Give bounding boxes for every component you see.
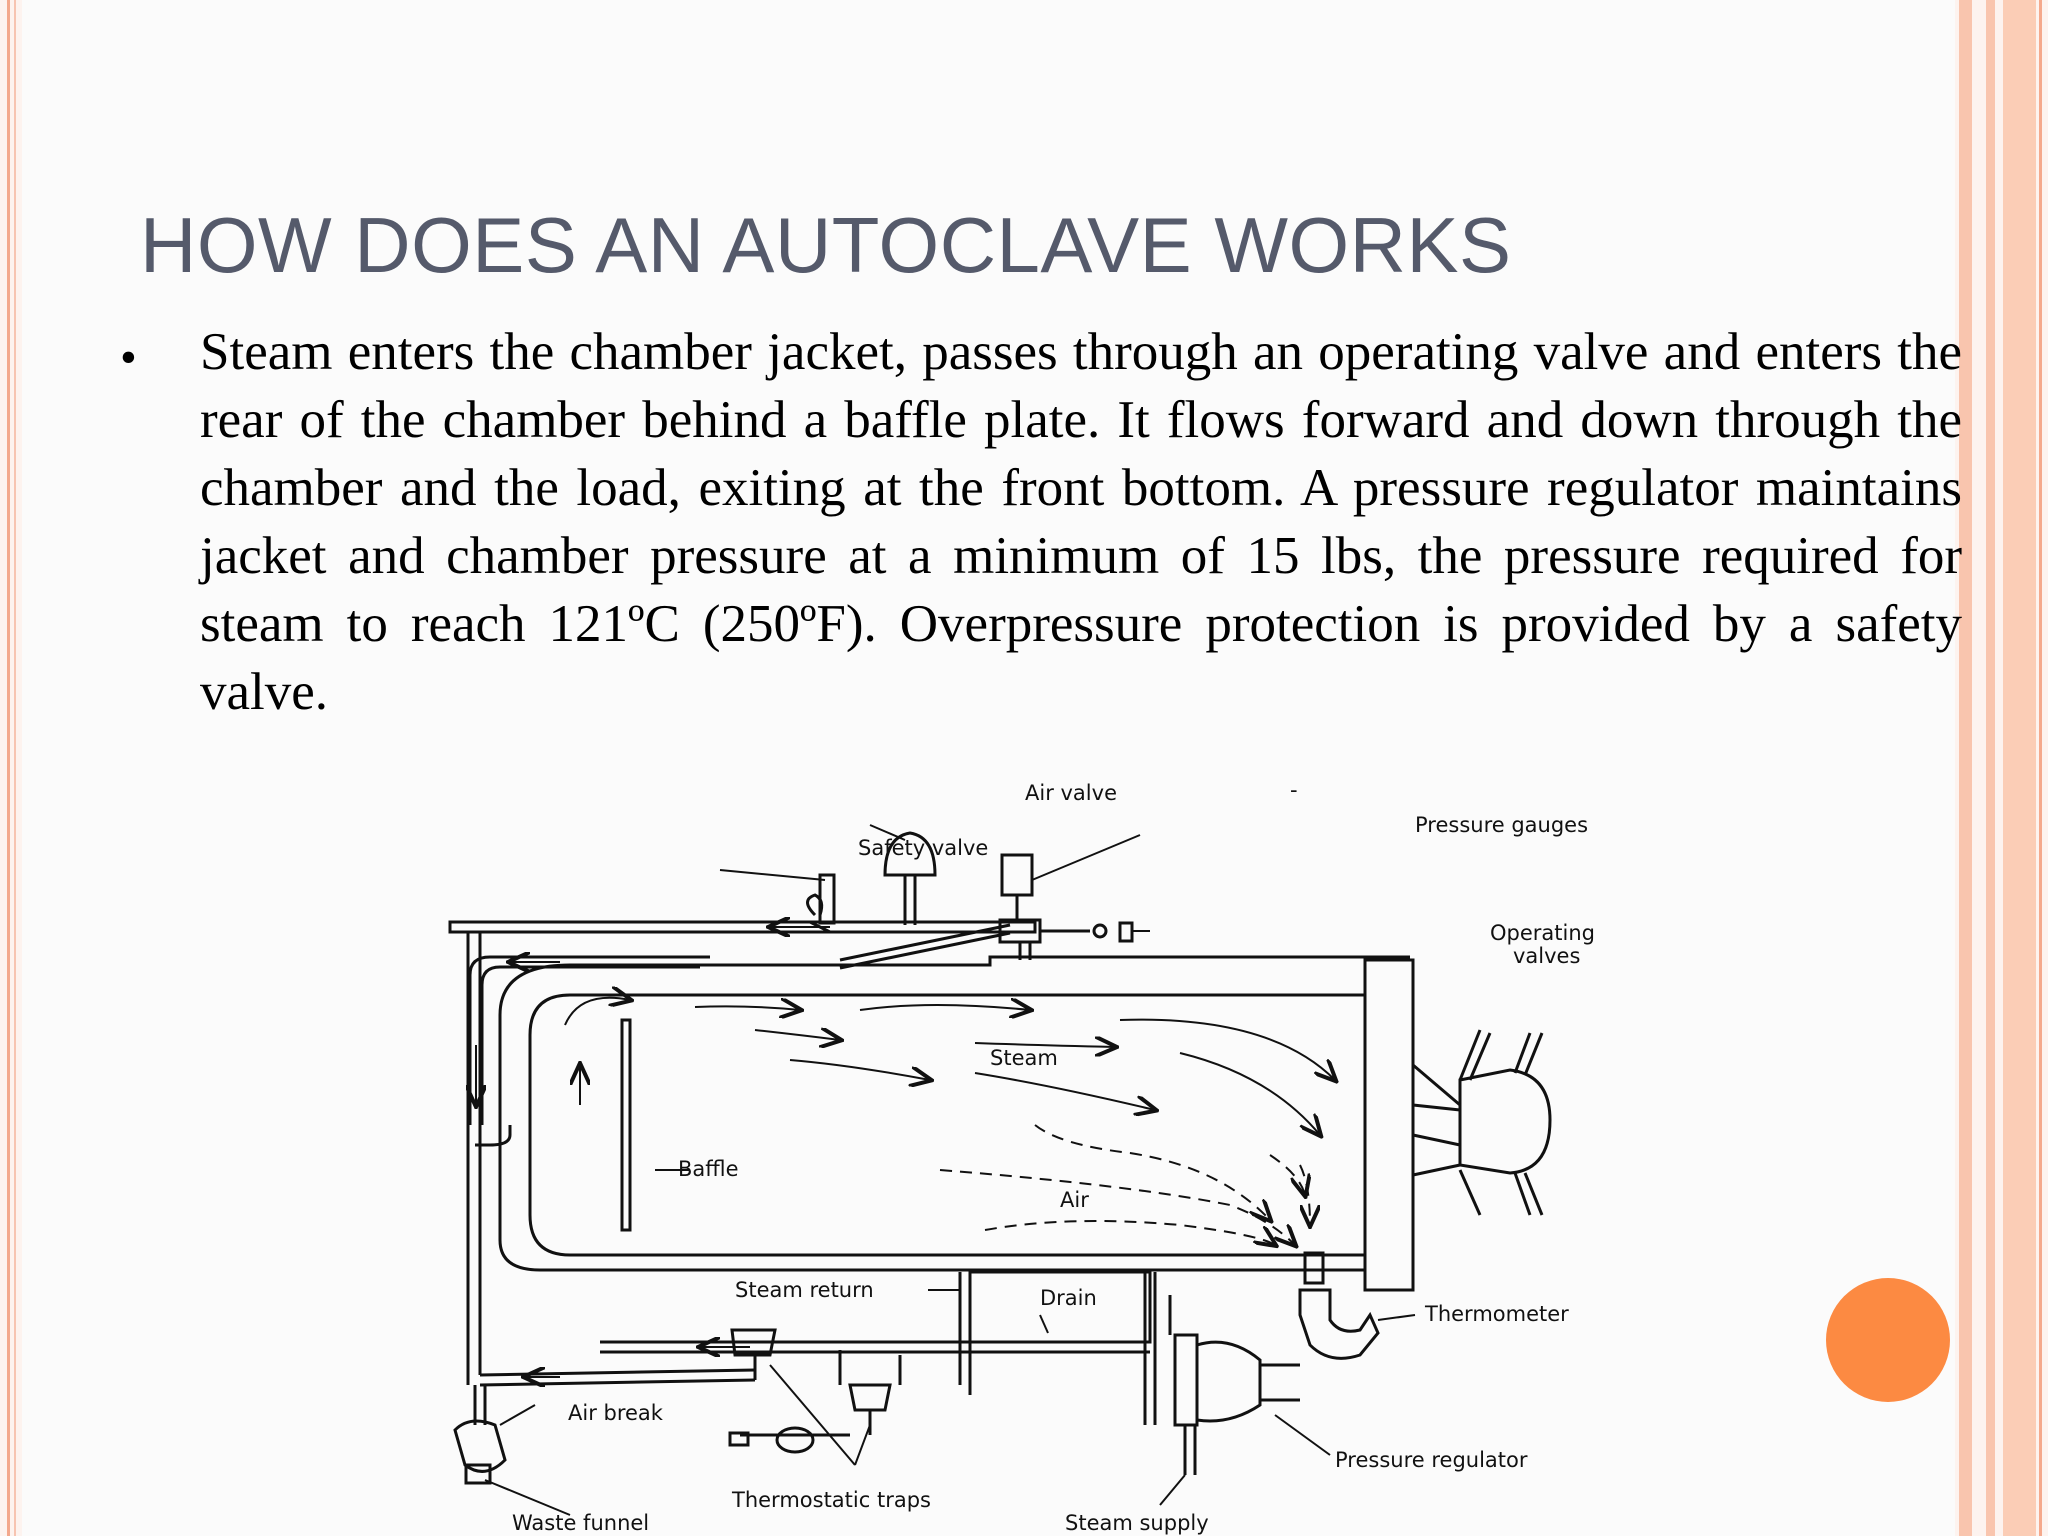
label-operating-valves: Operating — [1490, 921, 1595, 945]
left-border-line — [7, 0, 10, 1536]
label-thermostatic-traps: Thermostatic traps — [731, 1488, 931, 1512]
right-border-stripe — [1959, 0, 1972, 1536]
label-pressure-gauges: Pressure gauges — [1415, 813, 1588, 837]
label-operating-valves-2: valves — [1513, 944, 1580, 968]
chamber-door — [1363, 958, 1415, 1292]
label-thermometer: Thermometer — [1424, 1302, 1569, 1326]
thermometer — [1298, 1288, 1380, 1360]
right-border-decoration — [1955, 0, 2048, 1536]
baffle-plate — [620, 1018, 632, 1232]
chamber-outer-wall — [498, 955, 1410, 1272]
label-steam: Steam — [990, 1046, 1058, 1070]
right-border-stripe — [2003, 0, 2036, 1536]
air-valve — [883, 831, 937, 877]
label-drain: Drain — [1040, 1286, 1097, 1310]
right-border-stripe — [1986, 0, 1995, 1536]
bullet-paragraph: Steam enters the chamber jacket, passes … — [200, 323, 1962, 721]
label-air: Air — [1060, 1188, 1089, 1212]
right-border-stripe — [2039, 0, 2042, 1536]
left-border-decoration — [0, 0, 22, 1536]
label-pressure-regulator: Pressure regulator — [1335, 1448, 1528, 1472]
pressure-regulator — [1173, 1333, 1199, 1427]
label-safety-valve: Safety valve — [858, 836, 988, 860]
chamber-inner-wall — [528, 993, 1365, 1257]
label-steam-return: Steam return — [735, 1278, 874, 1302]
waste-funnel — [453, 1419, 507, 1473]
safety-valve — [818, 873, 836, 925]
autoclave-diagram: Air valve Pressure gauges - Safety valve… — [448, 778, 1595, 1535]
bullet-marker: • — [120, 331, 137, 384]
label-dash-mark: - — [1290, 778, 1298, 802]
pressure-gauges — [1000, 853, 1034, 897]
label-air-break: Air break — [568, 1401, 664, 1425]
orange-accent-dot — [1826, 1278, 1950, 1402]
jacket-pipe — [468, 955, 710, 1125]
slide-title: HOW DOES AN AUTOCLAVE WORKS — [140, 201, 1512, 289]
steam-trap — [730, 1328, 777, 1357]
top-steam-pipe — [448, 920, 1037, 934]
label-steam-supply: Steam supply — [1065, 1511, 1209, 1535]
label-waste-funnel: Waste funnel — [512, 1511, 649, 1535]
thermostatic-trap — [848, 1383, 892, 1412]
label-baffle: Baffle — [678, 1157, 739, 1181]
left-border-line — [14, 0, 16, 1536]
label-air-valve: Air valve — [1025, 781, 1117, 805]
drain-strainer — [1303, 1251, 1325, 1285]
